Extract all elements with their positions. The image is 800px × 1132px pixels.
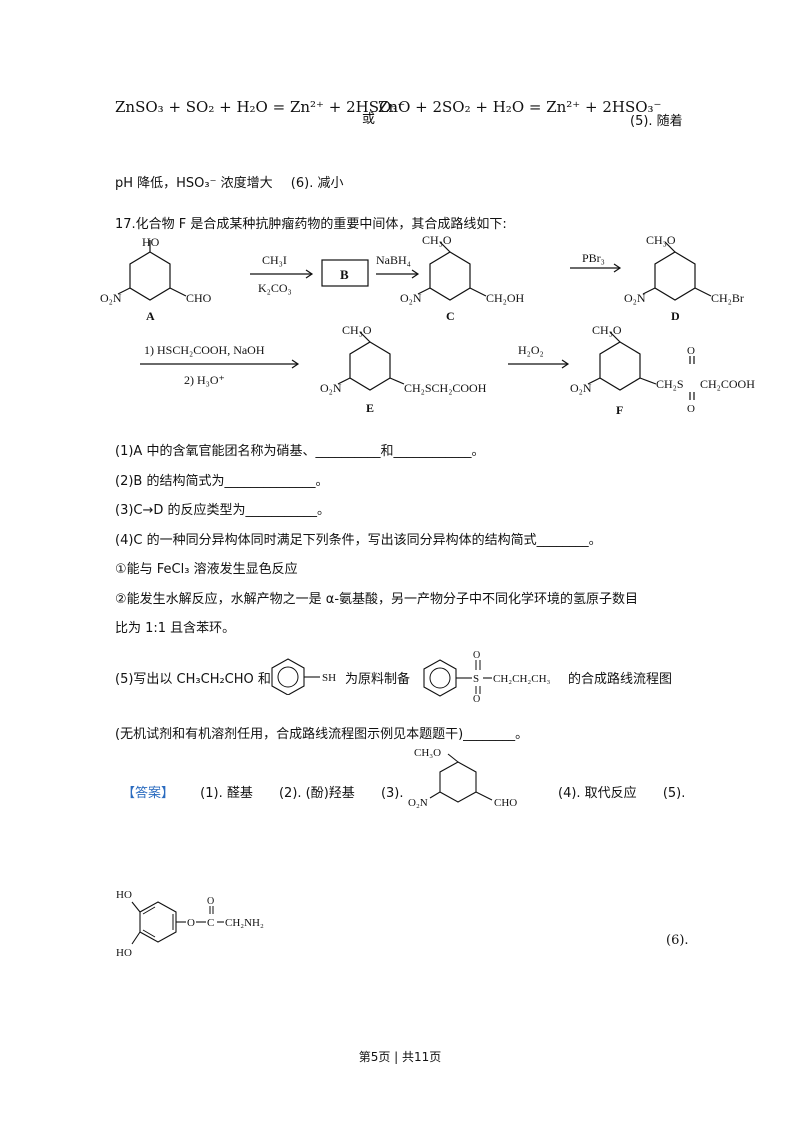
answer-line-ph: pH 降低，HSO₃⁻ 浓度增大 (6). 减小 [115,172,343,191]
f-oxo-bottom: O [687,403,695,415]
b-no2: O₂N [408,797,428,809]
ester-carbonyl-o: O [207,896,214,907]
answer-tag: 【答案】 [122,786,175,801]
reagent-pbr3: PBr₃ [582,251,605,265]
d-ch2br: CH₂Br [711,291,744,305]
answer-5: (5). [662,786,686,801]
e-meo: CH₃O [342,323,372,337]
f-ch2cooh: CH₂COOH [700,377,755,391]
reagent-k2co3: K₂CO₃ [258,281,292,295]
ester-carbon: C [207,917,214,929]
label-c: C [446,309,455,323]
e-side-chain: CH₂SCH₂COOH [404,381,487,395]
answer-6-label: (6). 减小 [290,176,344,191]
label-e: E [366,401,374,415]
a-no2: O₂N [100,291,122,305]
label-a: A [146,309,155,323]
b-meo: CH₃O [414,748,441,759]
f-ch2s: CH₂S [656,377,684,391]
or-word: 或 [362,112,376,127]
condition-2a: ②能发生水解反应，水解产物之一是 α-氨基酸，另一产物分子中不同化学环境的氢原子… [115,592,639,607]
answer-6: (6). [666,933,689,948]
synthesis-scheme: HO O₂N CHO A CH₃I K₂CO₃ B NaBH₄ CH₃O O₂N… [100,233,755,417]
answer-2: (2). (酚)羟基 [278,786,355,801]
ester-chain: CH₂NH₂ [225,917,264,929]
ester-ho-top: HO [116,889,132,901]
sub-question-5-a: (5)写出以 CH₃CH₂CHO 和 [115,672,271,687]
sulfone-o-top: O [473,650,480,661]
label-b: B [340,267,349,282]
reagent-nabh4: NaBH₄ [376,253,411,267]
f-meo: CH₃O [592,323,622,337]
answer-5-label: (5). 随着 [630,114,683,129]
answer-3: (3). [380,786,404,801]
sub-question-4: (4)C 的一种同分异构体同时满足下列条件，写出该同分异构体的结构简式_____… [115,533,602,548]
condition-2b: 比为 1:1 且含苯环。 [115,621,236,636]
thiophenol-structure: SH [271,658,336,695]
f-oxo-top: O [687,345,695,357]
a-cho: CHO [186,291,212,305]
reagent-h2o2: H₂O₂ [518,343,544,357]
b-cho: CHO [494,797,517,809]
ester-ho-bottom: HO [116,947,132,959]
sub-question-2: (2)B 的结构简式为______________。 [115,474,329,489]
sulfone-o-bottom: O [473,694,480,702]
sulfone-chain: CH₂CH₂CH₃ [493,673,551,685]
d-no2: O₂N [624,291,646,305]
reagent-hsch2cooh: 1) HSCH₂COOH, NaOH [144,343,265,357]
equation-1: ZnSO₃ + SO₂ + H₂O = Zn²⁺ + 2HSO₃⁻ [115,98,406,116]
sulfone-s: S [473,673,479,685]
f-no2: O₂N [570,381,592,395]
sub-question-5-c: 的合成路线流程图 [568,672,673,687]
condition-1: ①能与 FeCl₃ 溶液发生显色反应 [115,562,298,577]
ester-link-o: O [187,917,195,929]
c-no2: O₂N [400,291,422,305]
answer-4-and-5: (4). 取代反应 (5). [558,782,685,801]
a-ho: HO [142,235,160,249]
equation-2: ZnO + 2SO₂ + H₂O = Zn²⁺ + 2HSO₃⁻ [378,98,662,116]
sub-question-3: (3)C→D 的反应类型为___________。 [115,503,331,518]
reagent-ch3i: CH₃I [262,253,287,267]
sh-group: SH [322,672,336,684]
label-d: D [671,309,680,323]
ph-text: pH 降低，HSO₃⁻ 浓度增大 [115,176,273,191]
sub-question-1: (1)A 中的含氧官能团名称为硝基、__________和___________… [115,444,485,459]
answer-1: (1). 醛基 [200,786,253,801]
reagent-h3o: 2) H₃O⁺ [184,373,225,387]
e-no2: O₂N [320,381,342,395]
page-footer: 第5页 | 共11页 [358,1050,442,1064]
question-17-stem: 17.化合物 F 是合成某种抗肿瘤药物的重要中间体，其合成路线如下: [115,217,507,232]
sub-question-5-note: (无机试剂和有机溶剂任用，合成路线流程图示例见本题题干)________。 [115,727,529,742]
d-meo: CH₃O [646,233,676,247]
c-ch2oh: CH₂OH [486,291,525,305]
c-meo: CH₃O [422,233,452,247]
sub-question-5-b: 为原料制备 [345,672,411,687]
answer-4: (4). 取代反应 [558,786,637,801]
label-f: F [616,403,623,417]
answer-row: 【答案】 (1). 醛基 (2). (酚)羟基 (3). [122,782,404,801]
ester-structure: HO HO O O C CH₂NH₂ [116,889,264,959]
answer-b-structure: CH₃O O₂N CHO [408,748,517,809]
sulfone-structure: O O S CH₂CH₂CH₃ [423,650,551,702]
